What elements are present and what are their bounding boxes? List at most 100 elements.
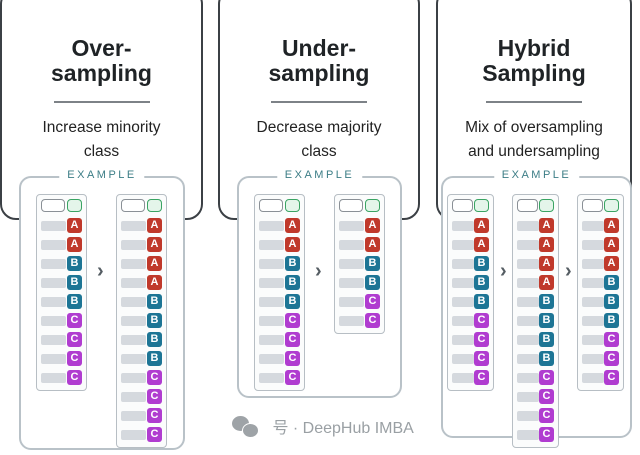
feature-placeholder	[121, 430, 146, 440]
title-line: sampling	[51, 60, 152, 86]
feature-column-header	[452, 199, 474, 212]
panel-title: Under-sampling	[220, 36, 418, 86]
class-label-A: A	[539, 275, 554, 290]
feature-placeholder	[121, 259, 146, 269]
class-label-B: B	[285, 294, 300, 309]
class-label-A: A	[539, 218, 554, 233]
feature-placeholder	[121, 392, 146, 402]
table-row: C	[582, 332, 619, 347]
feature-placeholder	[259, 240, 284, 250]
class-label-C: C	[365, 313, 380, 328]
class-label-C: C	[285, 351, 300, 366]
class-label-A: A	[147, 218, 162, 233]
feature-placeholder	[121, 278, 146, 288]
feature-placeholder	[517, 297, 540, 307]
table-row: A	[452, 218, 489, 233]
class-label-A: A	[539, 256, 554, 271]
class-label-C: C	[285, 370, 300, 385]
watermark: 号 · DeepHub IMBA	[232, 414, 414, 438]
divider	[271, 101, 367, 103]
table-row: C	[259, 332, 300, 347]
feature-placeholder	[259, 278, 284, 288]
example-label: EXAMPLE	[59, 169, 145, 181]
label-column-header	[147, 199, 162, 212]
class-label-B: B	[147, 313, 162, 328]
feature-placeholder	[41, 316, 66, 326]
table-row: B	[121, 294, 162, 309]
feature-placeholder	[41, 297, 66, 307]
class-label-C: C	[604, 332, 619, 347]
feature-placeholder	[339, 297, 364, 307]
description-line: Decrease majority	[256, 119, 382, 136]
class-label-C: C	[147, 370, 162, 385]
class-label-B: B	[67, 275, 82, 290]
table-row: A	[517, 237, 554, 252]
table-row: B	[339, 256, 380, 271]
table-row: C	[121, 389, 162, 404]
table-row: B	[582, 294, 619, 309]
class-label-A: A	[285, 237, 300, 252]
class-label-B: B	[604, 294, 619, 309]
feature-placeholder	[121, 221, 146, 231]
class-label-C: C	[285, 313, 300, 328]
class-label-B: B	[539, 351, 554, 366]
chevron-right-icon: ›	[565, 260, 572, 282]
feature-placeholder	[517, 354, 540, 364]
description-line: Mix of oversampling	[465, 119, 603, 136]
class-label-B: B	[539, 294, 554, 309]
table-row: B	[259, 275, 300, 290]
class-label-C: C	[539, 427, 554, 442]
table-row: C	[121, 408, 162, 423]
table-row: B	[452, 256, 489, 271]
table-row: B	[41, 294, 82, 309]
feature-placeholder	[121, 411, 146, 421]
class-label-C: C	[474, 351, 489, 366]
class-label-C: C	[604, 351, 619, 366]
feature-placeholder	[517, 259, 540, 269]
feature-placeholder	[452, 335, 475, 345]
feature-placeholder	[452, 373, 475, 383]
label-column-header	[365, 199, 380, 212]
table-row: C	[121, 370, 162, 385]
table-row: B	[121, 313, 162, 328]
table-row: C	[452, 370, 489, 385]
feature-placeholder	[517, 221, 540, 231]
class-label-A: A	[67, 237, 82, 252]
table-row: A	[517, 218, 554, 233]
feature-placeholder	[41, 373, 66, 383]
feature-placeholder	[582, 221, 605, 231]
feature-placeholder	[582, 278, 605, 288]
class-label-A: A	[474, 218, 489, 233]
class-label-C: C	[147, 389, 162, 404]
feature-column-header	[517, 199, 539, 212]
table-row: C	[259, 370, 300, 385]
feature-placeholder	[41, 221, 66, 231]
table-row: C	[452, 332, 489, 347]
feature-placeholder	[121, 373, 146, 383]
table-row: C	[41, 370, 82, 385]
class-label-C: C	[67, 351, 82, 366]
title-line: Under-	[281, 35, 357, 61]
chevron-right-icon: ›	[97, 260, 104, 282]
class-label-C: C	[365, 294, 380, 309]
label-column-header	[604, 199, 619, 212]
class-label-B: B	[285, 256, 300, 271]
table-row: B	[452, 294, 489, 309]
table-row: A	[121, 237, 162, 252]
table-row: C	[41, 351, 82, 366]
table-row: A	[41, 237, 82, 252]
table-row: A	[582, 237, 619, 252]
feature-placeholder	[259, 221, 284, 231]
feature-placeholder	[259, 373, 284, 383]
class-label-B: B	[147, 294, 162, 309]
class-label-A: A	[147, 275, 162, 290]
title-line: Sampling	[482, 60, 586, 86]
class-label-C: C	[67, 370, 82, 385]
title-line: Hybrid	[497, 35, 571, 61]
class-label-B: B	[147, 351, 162, 366]
table-row: A	[339, 218, 380, 233]
feature-placeholder	[41, 278, 66, 288]
